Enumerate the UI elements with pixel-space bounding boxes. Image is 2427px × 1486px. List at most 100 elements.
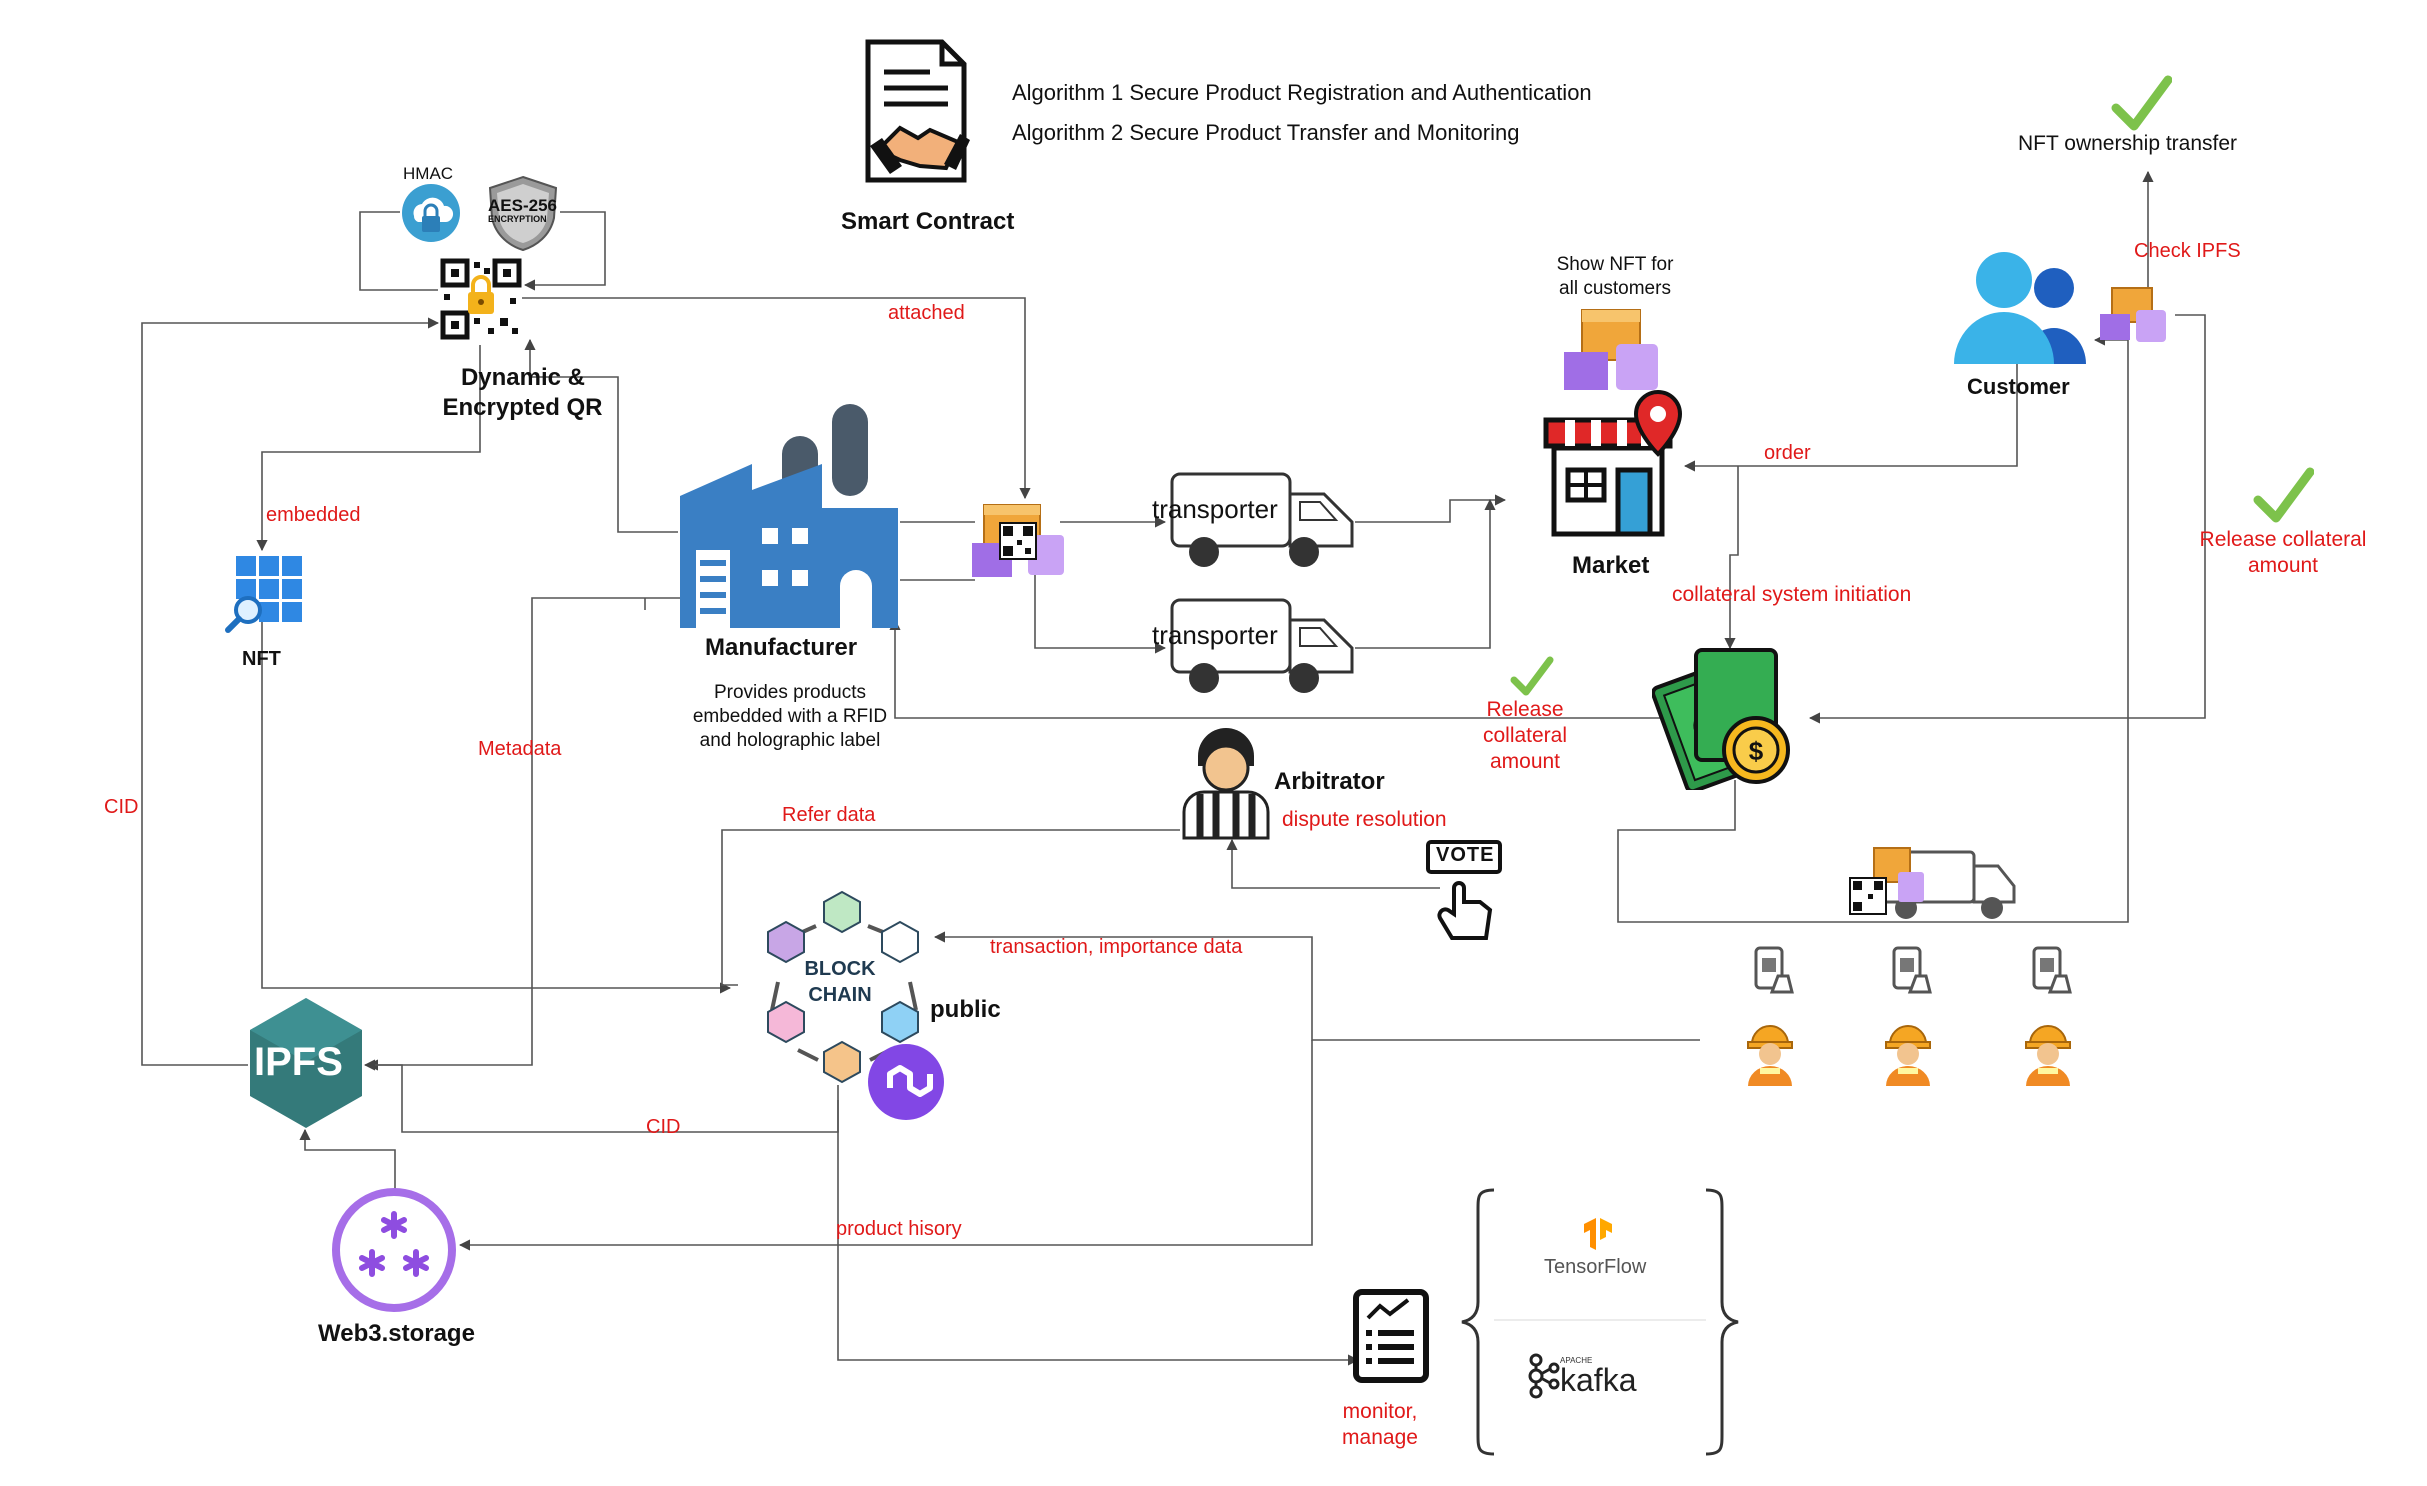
product-bundle-qr-icon [972,504,1064,577]
show-nft-line1: Show NFT for [1556,254,1674,275]
manufacturer-title: Manufacturer [705,634,858,661]
attached-label: attached [888,302,965,324]
worker-phone-scan-icon-2 [1892,946,1932,994]
product-history-line [458,1040,1313,1251]
monitor-label-line1: monitor, [1342,1400,1418,1423]
release-right-check-icon [2253,467,2314,523]
bundle-to-transporter-2-line [1034,575,1167,654]
transporter-truck-2-icon [1170,598,1354,693]
market-title: Market [1572,552,1650,579]
monitor-label-line2: manage [1342,1426,1418,1449]
arbitrator-title: Arbitrator [1274,768,1385,795]
algorithm-1-text: Algorithm 1 Secure Product Registration … [1012,80,1592,105]
monitor-report-icon [1353,1289,1429,1383]
release-mid-line2: collateral [1482,724,1568,747]
check-ipfs-box-icon [2100,287,2166,342]
refer-data-line [721,829,1180,986]
collateral-init-label: collateral system initiation [1672,583,1912,606]
customer-title: Customer [1967,374,2070,399]
transaction-data-label: transaction, importance data [990,936,1243,958]
tensorflow-logo-icon [1584,1218,1612,1250]
hmac-loop-line [359,211,438,291]
ipfs-logo-icon [250,998,362,1128]
manufacturer-desc-line3: and holographic label [699,730,881,751]
manufacturer-desc-line1: Provides products [713,682,867,703]
embedded-label: embedded [266,504,361,526]
nft-to-blockchain-line [261,622,732,994]
release-to-manufacturer-line [889,618,1662,719]
market-store-icon [1543,390,1683,537]
worker-phone-scan-icon-3 [2032,946,2072,994]
kafka-label: kafka [1560,1362,1637,1398]
vote-to-arbitrator-line [1226,838,1440,889]
cid-bottom-label: CID [646,1116,681,1138]
order-label: order [1764,442,1811,464]
nft-transfer-label: NFT ownership transfer [2018,132,2238,155]
vote-label: VOTE [1436,844,1495,866]
web3-to-ipfs-line [299,1128,396,1190]
blockchain-line2: CHAIN [808,984,872,1006]
transporter-2-label: transporter [1152,620,1278,650]
svg-text:$: $ [1749,736,1764,766]
nft-transfer-check-icon [2111,75,2172,131]
hmac-label: HMAC [403,164,454,183]
tensorflow-label: TensorFlow [1544,1256,1647,1278]
web3-storage-icon [332,1188,456,1312]
transporter-1-to-market-line [1355,494,1507,523]
cid-ipfs-to-qr-line [141,317,440,1066]
arbitrator-referee-icon [1182,728,1270,840]
vote-hand-icon [1426,840,1502,940]
manufacturer-desc-line2: embedded with a RFID [692,706,888,727]
worker-icon-1 [1747,1025,1793,1086]
web3-storage-label: Web3.storage [318,1320,475,1347]
release-mid-line1: Release [1486,698,1564,721]
nft-product-boxes-icon [1564,309,1658,390]
product-history-label: product hisory [836,1218,962,1240]
manufacturer-factory-icon [680,404,898,630]
worker-icon-2 [1885,1025,1931,1086]
attached-line [520,297,1031,500]
worker-phone-scan-icon-1 [1754,946,1794,994]
polygon-logo-icon [868,1044,944,1120]
dispute-resolution-label: dispute resolution [1282,808,1447,831]
hmac-cloud-lock-icon [402,184,460,242]
release-mid-check-icon [1510,656,1554,696]
smart-contract-title: Smart Contract [841,208,1015,235]
qr-to-nft-line [256,345,481,552]
release-right-line1: Release collateral [2199,528,2367,551]
blockchain-to-monitor-line [837,1100,1360,1366]
transaction-data-line [933,931,1700,1041]
aes-sub-label: ENCRYPTION [488,214,547,224]
algorithm-2-text: Algorithm 2 Secure Product Transfer and … [1012,120,1520,145]
show-nft-line2: all customers [1559,278,1671,299]
smart-contract-icon [865,39,970,183]
qr-title-line2: Encrypted QR [442,394,603,421]
delivery-to-customer-line [1617,334,2129,923]
blockchain-public-label: public [930,996,1001,1023]
delivery-truck-icon [1849,847,2016,919]
collateral-init-line [1724,466,1739,650]
kafka-logo-icon [1528,1353,1560,1399]
metadata-line [366,597,680,1071]
nft-grid-icon [225,556,302,633]
check-ipfs-label: Check IPFS [2134,240,2241,262]
apache-label: APACHE [1560,1356,1593,1365]
transporter-truck-1-icon [1170,472,1354,567]
aes-label: AES-256 [488,196,557,215]
ml-brace-group [1461,1188,1739,1456]
cid-left-label: CID [104,796,139,818]
aes-shield-icon [488,175,558,252]
aes-loop-line [523,211,606,291]
ipfs-label: IPFS [254,1040,343,1084]
release-right-line2: amount [2247,554,2319,577]
metadata-label: Metadata [478,738,562,760]
collateral-money-icon: $ [1652,648,1790,790]
transporter-2-to-market-line [1355,498,1496,649]
order-line [1683,350,2018,472]
customer-users-icon [1954,252,2086,364]
nft-label: NFT [242,648,281,670]
blockchain-line1: BLOCK [804,958,876,980]
refer-data-label: Refer data [782,804,876,826]
